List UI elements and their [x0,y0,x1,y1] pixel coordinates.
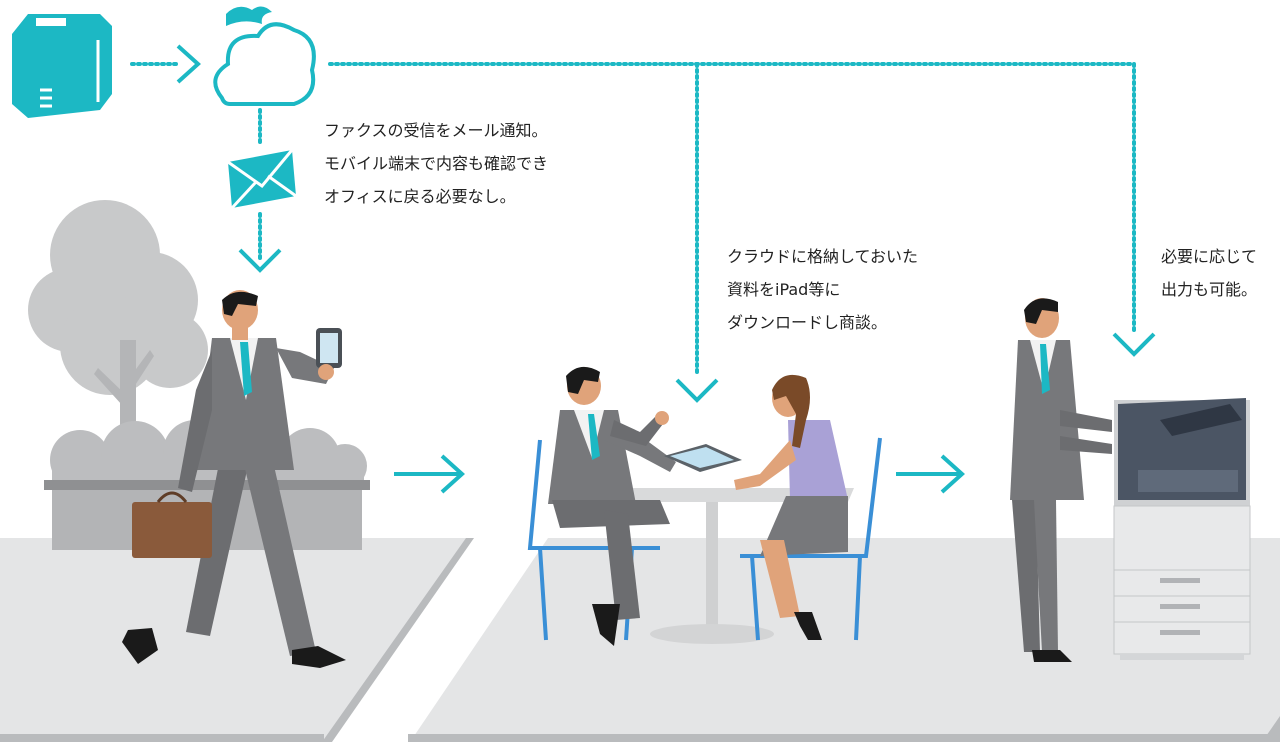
caption-line: 必要に応じて [1161,247,1258,266]
caption-mail-notification: ファクスの受信をメール通知。 モバイル端末で内容も確認でき オフィスに戻る必要な… [324,114,548,213]
multifunction-printer [1113,398,1251,660]
seated-businesswoman [734,374,848,640]
mail-envelope-icon [227,149,297,210]
tree [28,200,208,460]
floor-left [0,538,474,742]
fax-machine-icon [12,14,112,118]
caption-line: 出力も可能。 [1161,280,1258,299]
caption-line: モバイル端末で内容も確認でき [324,154,549,173]
tablet [664,444,742,472]
arrow-down-icon [238,248,1156,403]
seated-businessman [548,366,676,646]
caption-line: 資料をiPad等に [727,280,841,299]
flow-arrow-right-2 [896,454,965,494]
caption-print-output: 必要に応じて 出力も可能。 [1161,240,1257,306]
dotted-connectors [130,62,1136,378]
caption-cloud-download: クラウドに格納しておいた 資料をiPad等に ダウンロードし商談。 [727,240,918,339]
caption-line: ファクスの受信をメール通知。 [324,121,548,140]
caption-line: オフィスに戻る必要なし。 [324,187,516,206]
flow-arrow-right-1 [394,454,465,494]
caption-line: ダウンロードし商談。 [727,313,888,332]
cloud-icon [213,6,316,106]
caption-line: クラウドに格納しておいた [727,247,919,266]
walking-businessman [122,290,346,668]
arrow-right-icon [176,44,201,84]
